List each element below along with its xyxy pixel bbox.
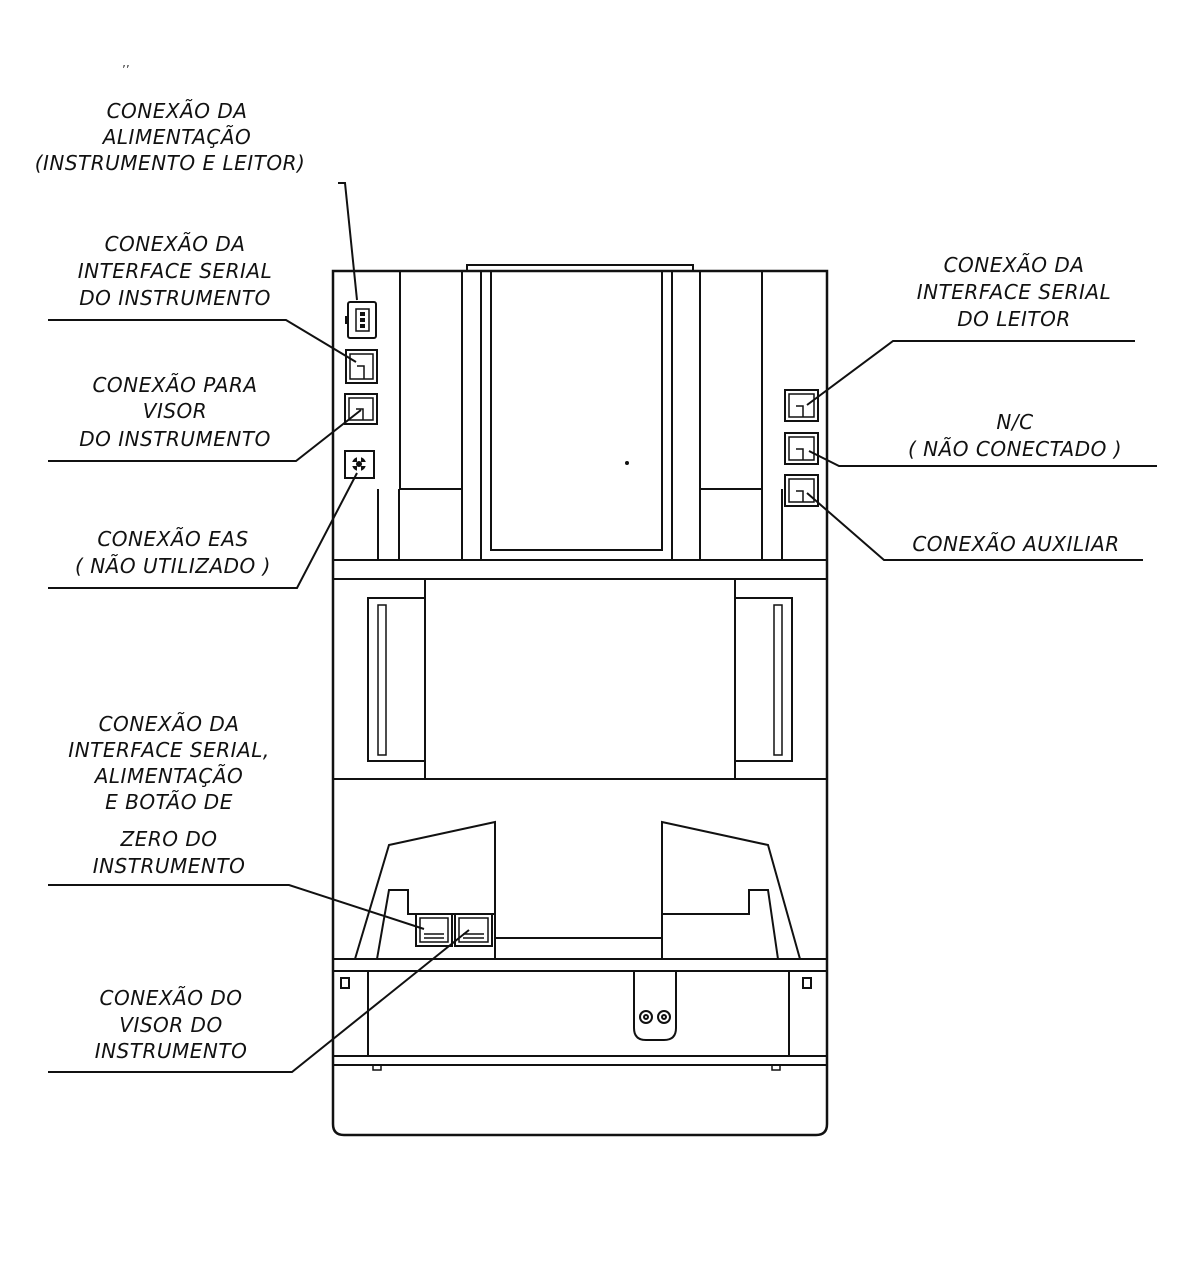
label-display-instrument: CONEXÃO PARA VISOR DO INSTRUMENTO — [79, 373, 271, 451]
label-eas: CONEXÃO EAS ( NÃO UTILIZADO ) — [75, 527, 271, 578]
label-serial-reader: CONEXÃO DA INTERFACE SERIAL DO LEITOR — [917, 253, 1112, 331]
svg-text:ZERO DO: ZERO DO — [120, 827, 218, 851]
serial-reader-port-icon — [784, 389, 819, 422]
svg-text:CONEXÃO DA: CONEXÃO DA — [99, 712, 240, 736]
eas-port-icon — [344, 450, 375, 479]
svg-text:DO LEITOR: DO LEITOR — [957, 307, 1071, 331]
svg-text:INTERFACE SERIAL: INTERFACE SERIAL — [78, 259, 273, 283]
label-not-connected: N/C ( NÃO CONECTADO ) — [908, 410, 1122, 461]
leader-lines — [48, 182, 1157, 1073]
svg-text:CONEXÃO PARA: CONEXÃO PARA — [92, 373, 257, 397]
display-connector-port-icon — [454, 913, 493, 947]
svg-text:DO INSTRUMENTO: DO INSTRUMENTO — [79, 286, 271, 310]
svg-text:INTERFACE SERIAL,: INTERFACE SERIAL, — [68, 738, 269, 762]
svg-text:ALIMENTAÇÃO: ALIMENTAÇÃO — [101, 125, 252, 149]
svg-text:E BOTÃO DE: E BOTÃO DE — [105, 790, 233, 814]
label-auxiliary: CONEXÃO AUXILIAR — [912, 532, 1119, 556]
svg-text:INSTRUMENTO: INSTRUMENTO — [93, 854, 246, 878]
svg-text:INSTRUMENTO: INSTRUMENTO — [95, 1039, 248, 1063]
svg-text:ALIMENTAÇÃO: ALIMENTAÇÃO — [93, 764, 244, 788]
display-instrument-port-icon — [344, 393, 378, 425]
nc-port-icon — [784, 432, 819, 465]
label-serial-instrument: CONEXÃO DA INTERFACE SERIAL DO INSTRUMEN… — [78, 232, 273, 310]
svg-text:(INSTRUMENTO E LEITOR): (INSTRUMENTO E LEITOR) — [35, 151, 306, 175]
svg-text:CONEXÃO DA: CONEXÃO DA — [944, 253, 1085, 277]
svg-text:CONEXÃO DA: CONEXÃO DA — [105, 232, 246, 256]
label-power-connection: CONEXÃO DA ALIMENTAÇÃO (INSTRUMENTO E LE… — [35, 99, 306, 175]
power-connector-icon — [345, 301, 377, 339]
svg-text:VISOR: VISOR — [143, 399, 207, 423]
svg-text:CONEXÃO DO: CONEXÃO DO — [100, 986, 243, 1010]
serial-instrument-port-icon — [345, 349, 378, 384]
svg-text:N/C: N/C — [996, 410, 1033, 434]
label-serial-power-zero: CONEXÃO DA INTERFACE SERIAL, ALIMENTAÇÃO… — [68, 712, 269, 878]
svg-text:( NÃO UTILIZADO ): ( NÃO UTILIZADO ) — [75, 554, 271, 578]
scan-mark: ’’ — [122, 63, 130, 77]
svg-text:DO INSTRUMENTO: DO INSTRUMENTO — [79, 427, 271, 451]
svg-text:( NÃO CONECTADO ): ( NÃO CONECTADO ) — [908, 437, 1122, 461]
svg-text:INTERFACE SERIAL: INTERFACE SERIAL — [917, 280, 1112, 304]
label-display-connection: CONEXÃO DO VISOR DO INSTRUMENTO — [95, 986, 248, 1063]
serial-power-zero-port-icon — [415, 913, 453, 947]
device-body — [331, 264, 829, 1137]
svg-text:CONEXÃO DA: CONEXÃO DA — [107, 99, 248, 123]
svg-text:VISOR DO: VISOR DO — [119, 1013, 222, 1037]
svg-text:CONEXÃO EAS: CONEXÃO EAS — [97, 527, 248, 551]
auxiliary-port-icon — [784, 474, 819, 507]
svg-text:CONEXÃO AUXILIAR: CONEXÃO AUXILIAR — [912, 532, 1119, 556]
